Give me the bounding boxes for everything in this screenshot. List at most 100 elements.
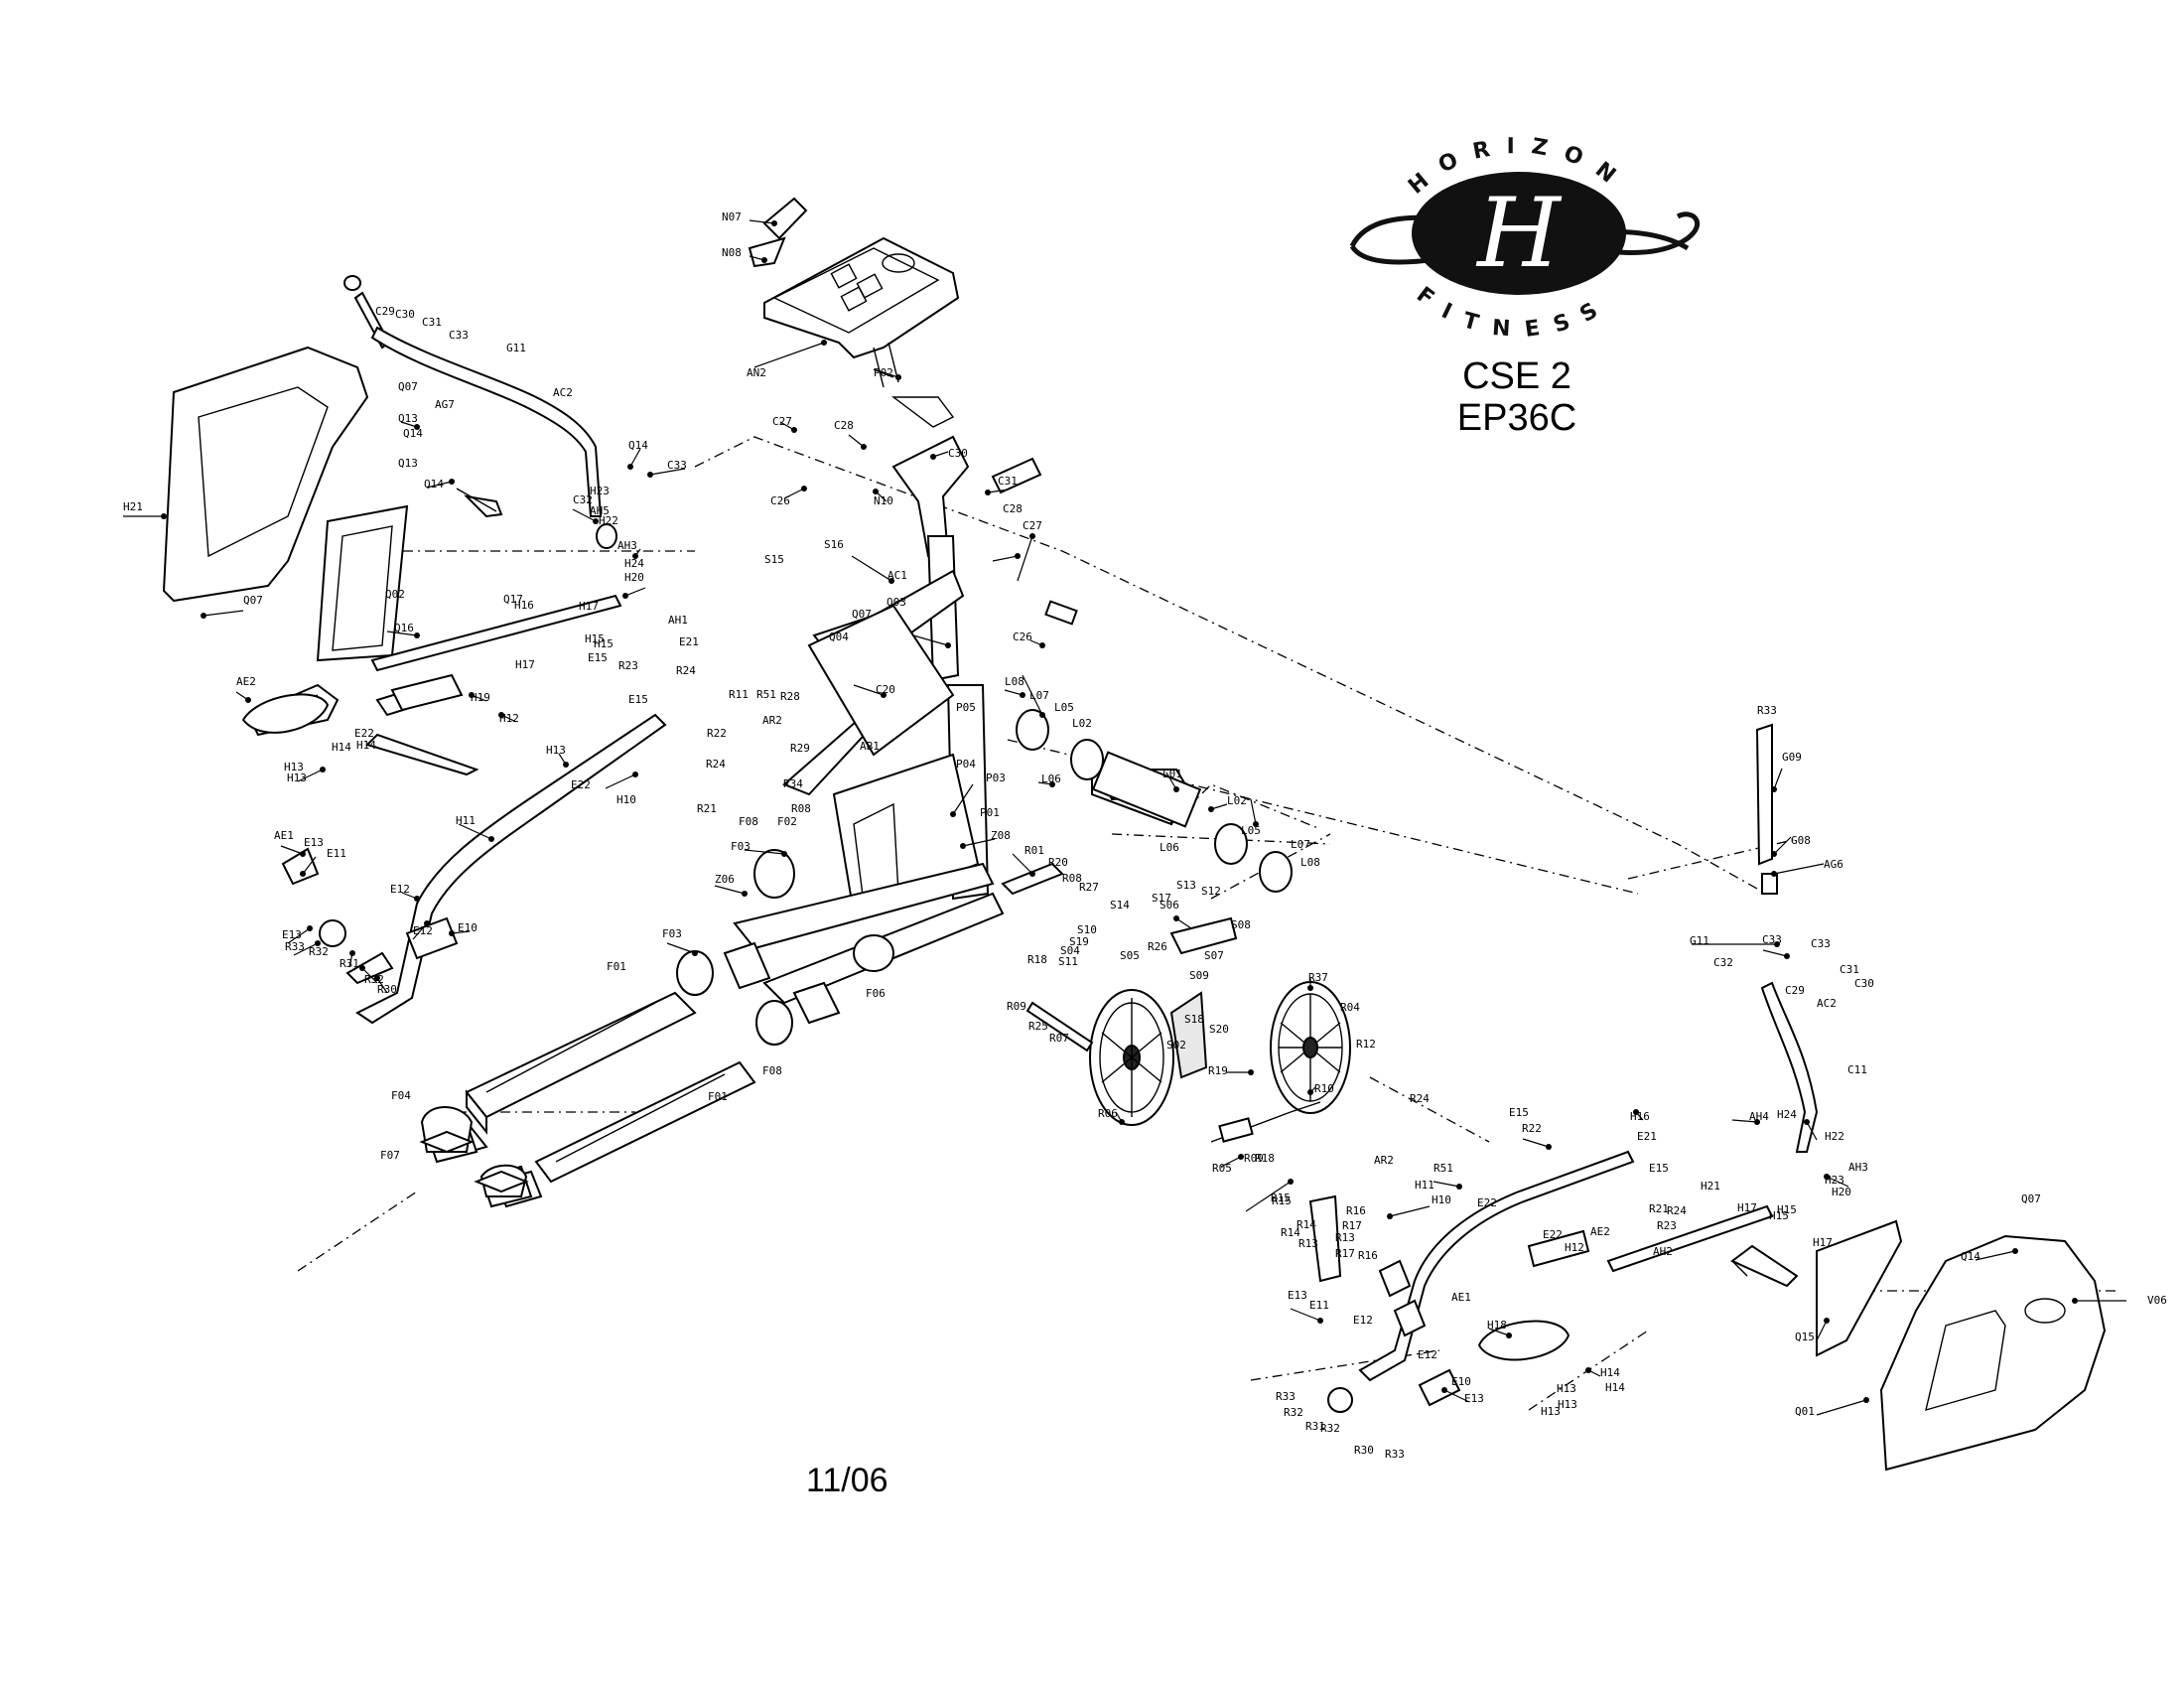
part-label-e15: E15	[1509, 1106, 1529, 1119]
part-label-q07: Q07	[398, 380, 418, 393]
fastener-dot	[1824, 1318, 1830, 1324]
part-label-e15: E15	[1649, 1162, 1669, 1175]
fastener-dot	[1804, 1119, 1810, 1125]
leader-line	[1022, 674, 1043, 716]
fastener-dot	[1039, 642, 1045, 648]
leader-line	[1773, 836, 1792, 855]
leader-line	[1443, 1389, 1470, 1403]
leader-line	[1220, 1156, 1242, 1168]
leader-line	[1290, 1308, 1321, 1322]
fastener-dot	[1015, 553, 1021, 559]
fastener-dot	[593, 518, 599, 524]
part-label-h13: H13	[284, 761, 304, 773]
part-label-e12: E12	[1353, 1314, 1373, 1327]
part-label-c31: C31	[1840, 963, 1859, 976]
part-label-h17: H17	[1813, 1236, 1833, 1249]
right-arm	[1327, 1150, 1774, 1413]
fastener-dot	[1238, 1154, 1244, 1160]
leader-line	[361, 967, 378, 984]
part-label-e13: E13	[1288, 1289, 1307, 1302]
part-label-l02: L02	[1072, 717, 1092, 730]
leader-line	[873, 368, 899, 378]
part-label-r16: R16	[1358, 1249, 1378, 1262]
part-label-r24: R24	[676, 664, 696, 677]
fastener-dot	[1441, 1387, 1447, 1393]
part-label-h21: H21	[1701, 1180, 1720, 1193]
leader-line	[624, 587, 646, 597]
part-label-h10: H10	[616, 793, 636, 806]
fastener-dot	[1754, 1119, 1760, 1125]
leader-line	[293, 942, 319, 956]
fastener-dot	[1049, 781, 1055, 787]
fastener-dot	[1771, 851, 1777, 857]
fastener-dot	[791, 427, 797, 433]
part-label-r09: R09	[1007, 1000, 1026, 1013]
fastener-dot	[960, 843, 966, 849]
part-label-h10: H10	[1432, 1193, 1451, 1206]
part-label-r32: R32	[1320, 1422, 1340, 1435]
fastener-dot	[320, 767, 326, 772]
right-handlebar	[1755, 723, 1819, 1153]
part-label-h14: H14	[356, 739, 376, 752]
fastener-dot	[930, 454, 936, 460]
part-label-q07: Q07	[243, 594, 263, 607]
leader-line	[1731, 1119, 1758, 1123]
part-label-r18: R18	[1027, 953, 1047, 966]
fastener-dot	[1824, 1174, 1830, 1180]
feet	[419, 1106, 529, 1197]
leader-line	[1826, 1176, 1849, 1188]
fastener-dot	[1317, 1318, 1323, 1324]
fastener-dot	[1119, 1119, 1125, 1125]
part-label-h17: H17	[1737, 1201, 1757, 1214]
part-label-r23: R23	[618, 659, 638, 672]
part-label-e13: E13	[1464, 1392, 1484, 1405]
leader-line	[287, 927, 311, 944]
fastener-dot	[201, 613, 206, 619]
part-label-e22: E22	[354, 727, 374, 740]
part-label-f03: F03	[662, 927, 682, 940]
part-label-c31: C31	[998, 475, 1018, 488]
part-label-l06: L06	[1041, 772, 1061, 785]
part-label-r24: R24	[1667, 1204, 1687, 1217]
fastener-dot	[2012, 1248, 2018, 1254]
part-label-e21: E21	[1637, 1130, 1657, 1143]
part-label-ah2: AH2	[1653, 1245, 1673, 1258]
leader-line	[1245, 1181, 1292, 1212]
part-label-q04: Q04	[829, 631, 849, 643]
part-label-r15: R15	[1271, 1192, 1291, 1204]
part-label-r17: R17	[1342, 1219, 1362, 1232]
part-label-c26: C26	[1013, 631, 1032, 643]
part-label-h17: H17	[579, 600, 599, 613]
part-label-c33: C33	[1811, 937, 1831, 950]
revision-date: 11/06	[806, 1462, 888, 1499]
fastener-dot	[632, 772, 638, 777]
part-label-f06: F06	[866, 987, 886, 1000]
leader-line	[952, 783, 974, 815]
part-label-r13: R13	[1335, 1231, 1355, 1244]
part-label-h22: H22	[599, 514, 618, 527]
part-label-h11: H11	[456, 814, 476, 827]
fastener-dot	[1208, 806, 1214, 812]
part-label-s17: S17	[1152, 892, 1171, 905]
part-label-ae2: AE2	[236, 675, 256, 688]
fastener-dot	[888, 578, 894, 584]
leader-line	[851, 555, 892, 582]
part-label-l08: L08	[1005, 675, 1024, 688]
part-label-q01: Q01	[1795, 1405, 1815, 1418]
part-label-e15: E15	[588, 651, 608, 664]
part-label-an2: AN2	[747, 366, 766, 379]
part-label-q17: Q17	[503, 593, 523, 606]
part-label-f07: F07	[380, 1149, 400, 1162]
part-label-e12: E12	[1418, 1348, 1437, 1361]
part-label-f08: F08	[739, 815, 758, 828]
part-label-n08: N08	[722, 246, 742, 259]
fastener-dot	[1173, 915, 1179, 921]
part-label-r34: R34	[783, 777, 803, 790]
part-label-e21: E21	[679, 635, 699, 648]
part-label-l06: L06	[1160, 841, 1179, 854]
part-label-e10: E10	[1451, 1375, 1471, 1388]
fastener-dot	[300, 871, 306, 877]
part-label-ah4: AH4	[1749, 1110, 1769, 1123]
fastener-dot	[1029, 871, 1035, 877]
